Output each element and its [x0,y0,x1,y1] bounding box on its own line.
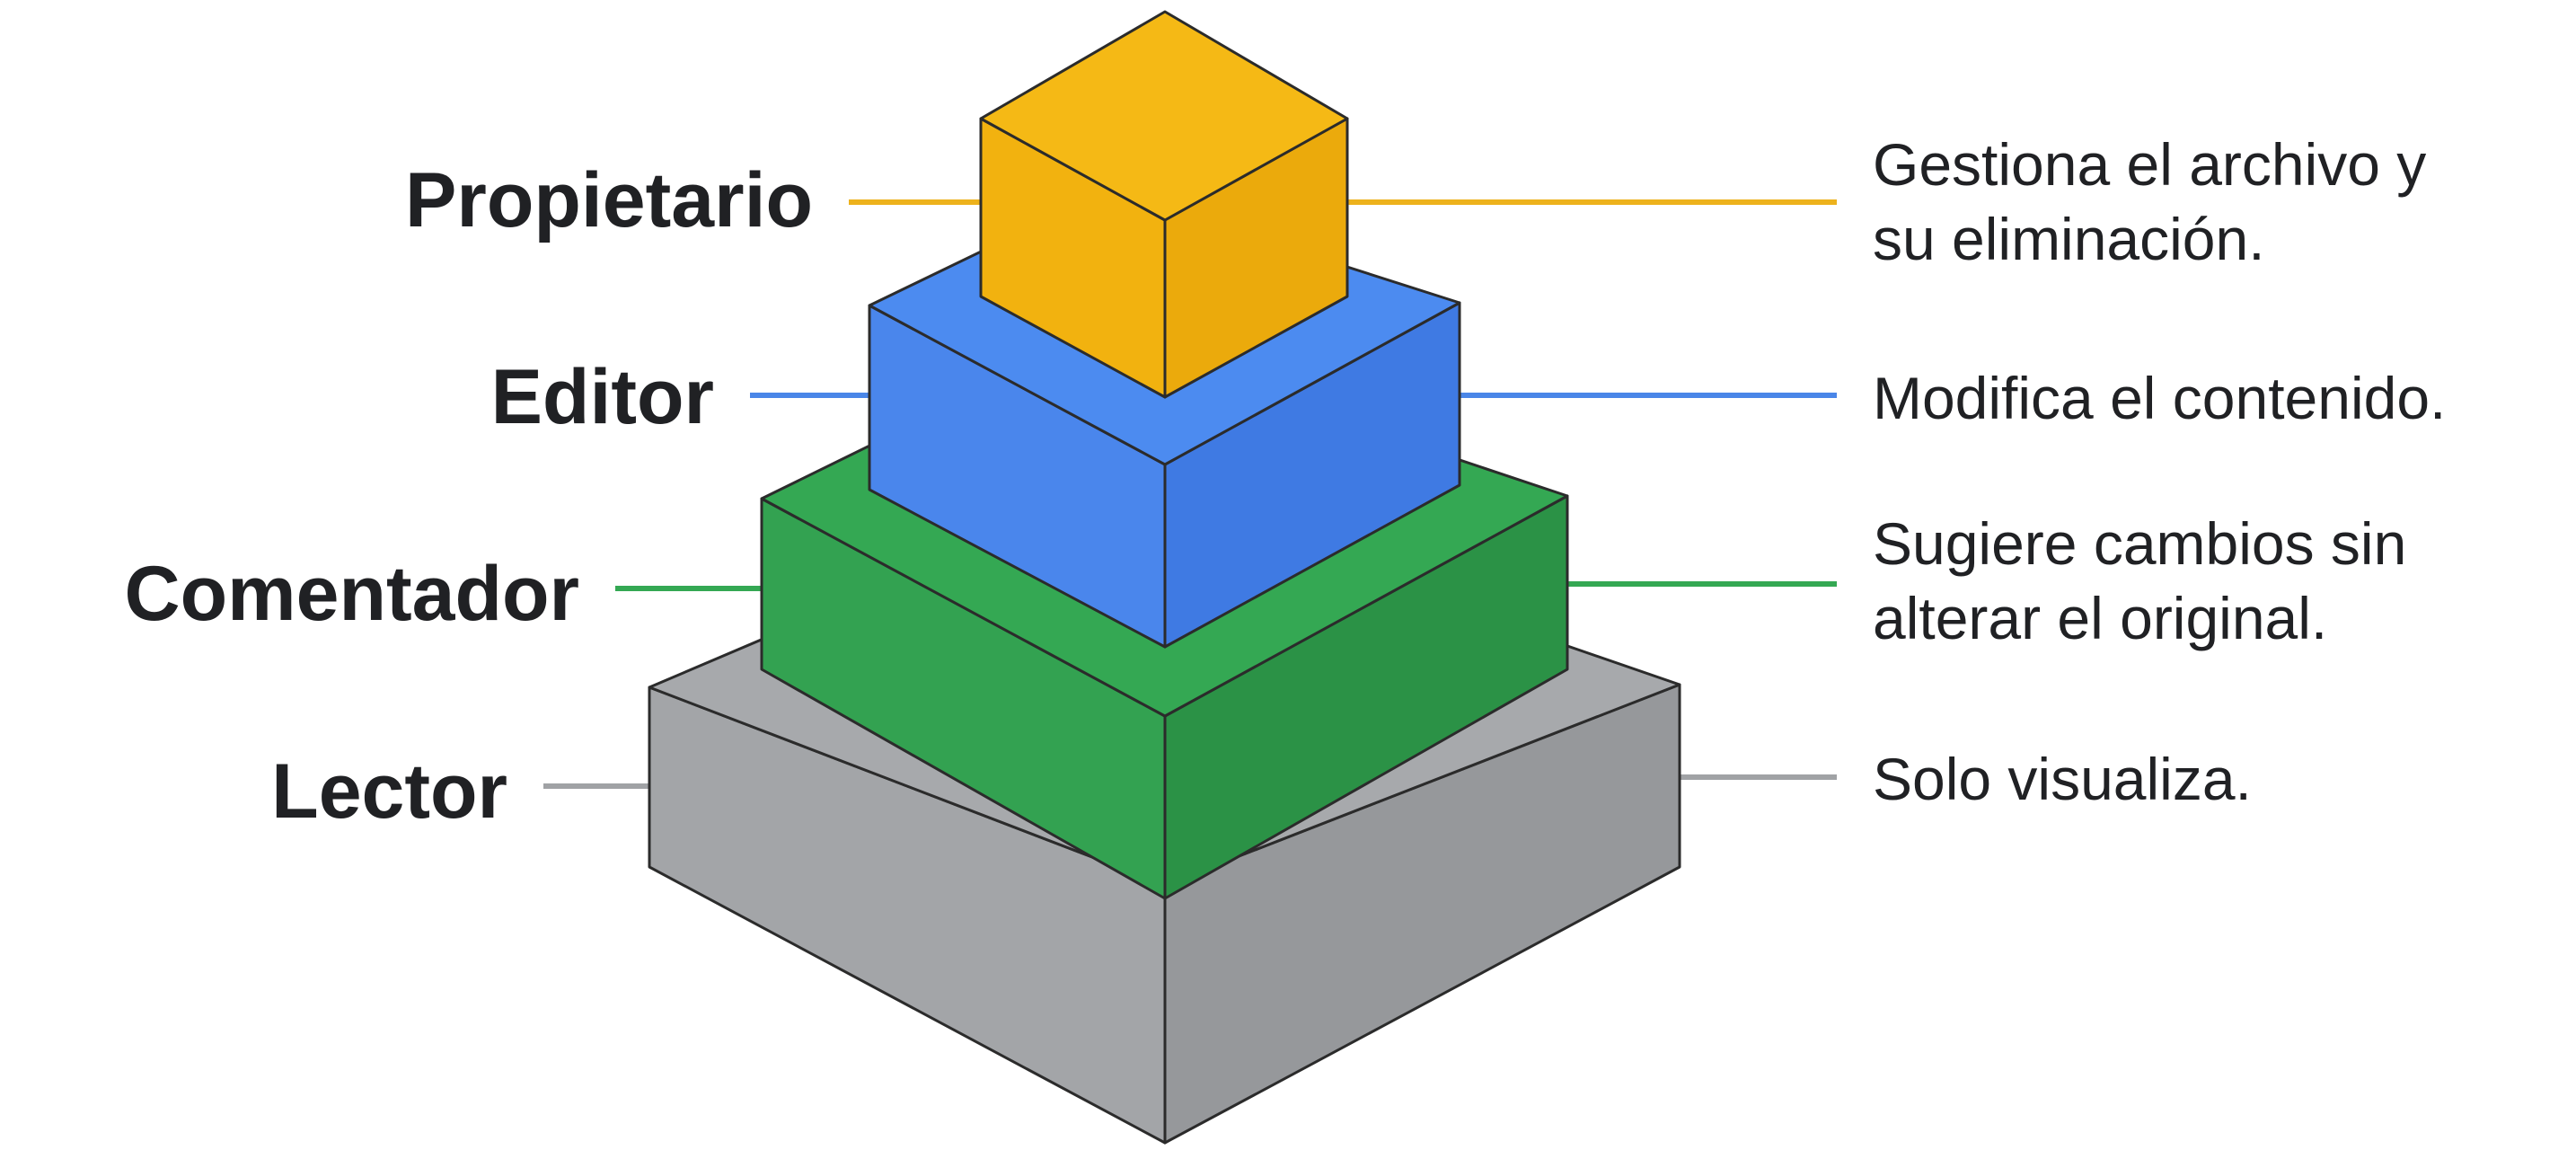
description-propietario-line-1: Gestiona el archivo y [1873,131,2426,198]
description-editor: Modifica el contenido. [1873,365,2446,431]
description-comentador-line-1: Sugiere cambios sin [1873,510,2406,577]
block-propietario [979,10,1349,399]
role-label-lector: Lector [271,748,507,835]
role-label-comentador: Comentador [125,551,579,637]
description-lector-line-1: Solo visualiza. [1873,746,2252,812]
role-label-propietario: Propietario [405,157,813,243]
role-labels: Propietario Editor Comentador Lector [125,157,813,835]
block-propietario-top-face [979,10,1349,222]
connector-lines [543,199,1837,789]
description-editor-line-1: Modifica el contenido. [1873,365,2446,431]
role-label-editor: Editor [491,354,714,440]
description-comentador-line-2: alterar el original. [1873,585,2327,651]
descriptions: Gestiona el archivo y su eliminación. Mo… [1873,131,2446,812]
description-lector: Solo visualiza. [1873,746,2252,812]
description-propietario: Gestiona el archivo y su eliminación. [1873,131,2443,272]
description-propietario-line-2: su eliminación. [1873,206,2265,272]
description-comentador: Sugiere cambios sin alterar el original. [1873,510,2423,651]
